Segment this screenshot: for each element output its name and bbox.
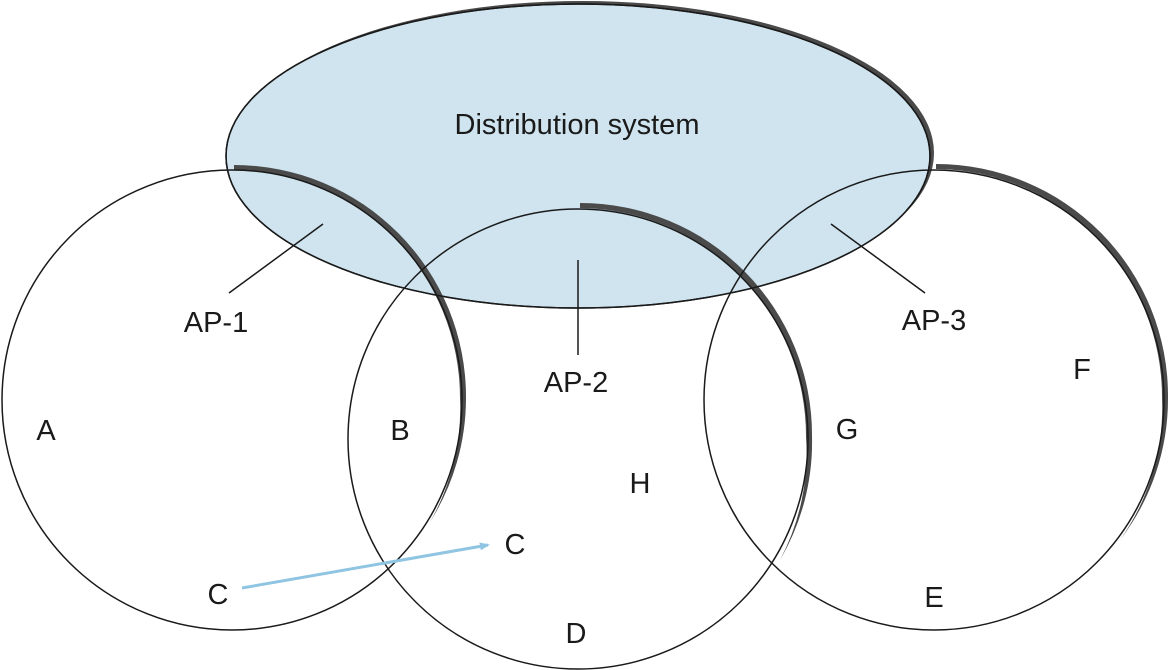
station-c-movement-arrow [241,542,490,590]
ap1-label: AP-1 [184,307,248,339]
station-c-origin: C [208,579,229,611]
station-f: F [1073,354,1091,386]
ap1-leader-line [228,223,324,294]
station-g: G [836,414,859,446]
distribution-system [225,1,934,309]
ap2-label: AP-2 [544,367,608,399]
bss-cell-ap1-circle [1,169,463,631]
station-h: H [630,468,651,500]
distribution-system-label: Distribution system [455,109,700,141]
station-a: A [36,415,56,447]
bss-cell-ap3 [703,164,1169,631]
bss-cell-ap1 [1,165,467,631]
ap3-leader-line [830,223,926,294]
station-b: B [390,415,409,447]
station-d: D [566,618,587,650]
bss-cell-ap3-shadow [936,164,1169,540]
station-c-destination: C [505,529,526,561]
bss-cell-ap2 [347,203,813,670]
bss-cell-ap2-circle [347,208,809,670]
ap3-label: AP-3 [902,305,966,337]
station-e: E [924,582,943,614]
bss-cell-ap3-circle [703,169,1165,631]
